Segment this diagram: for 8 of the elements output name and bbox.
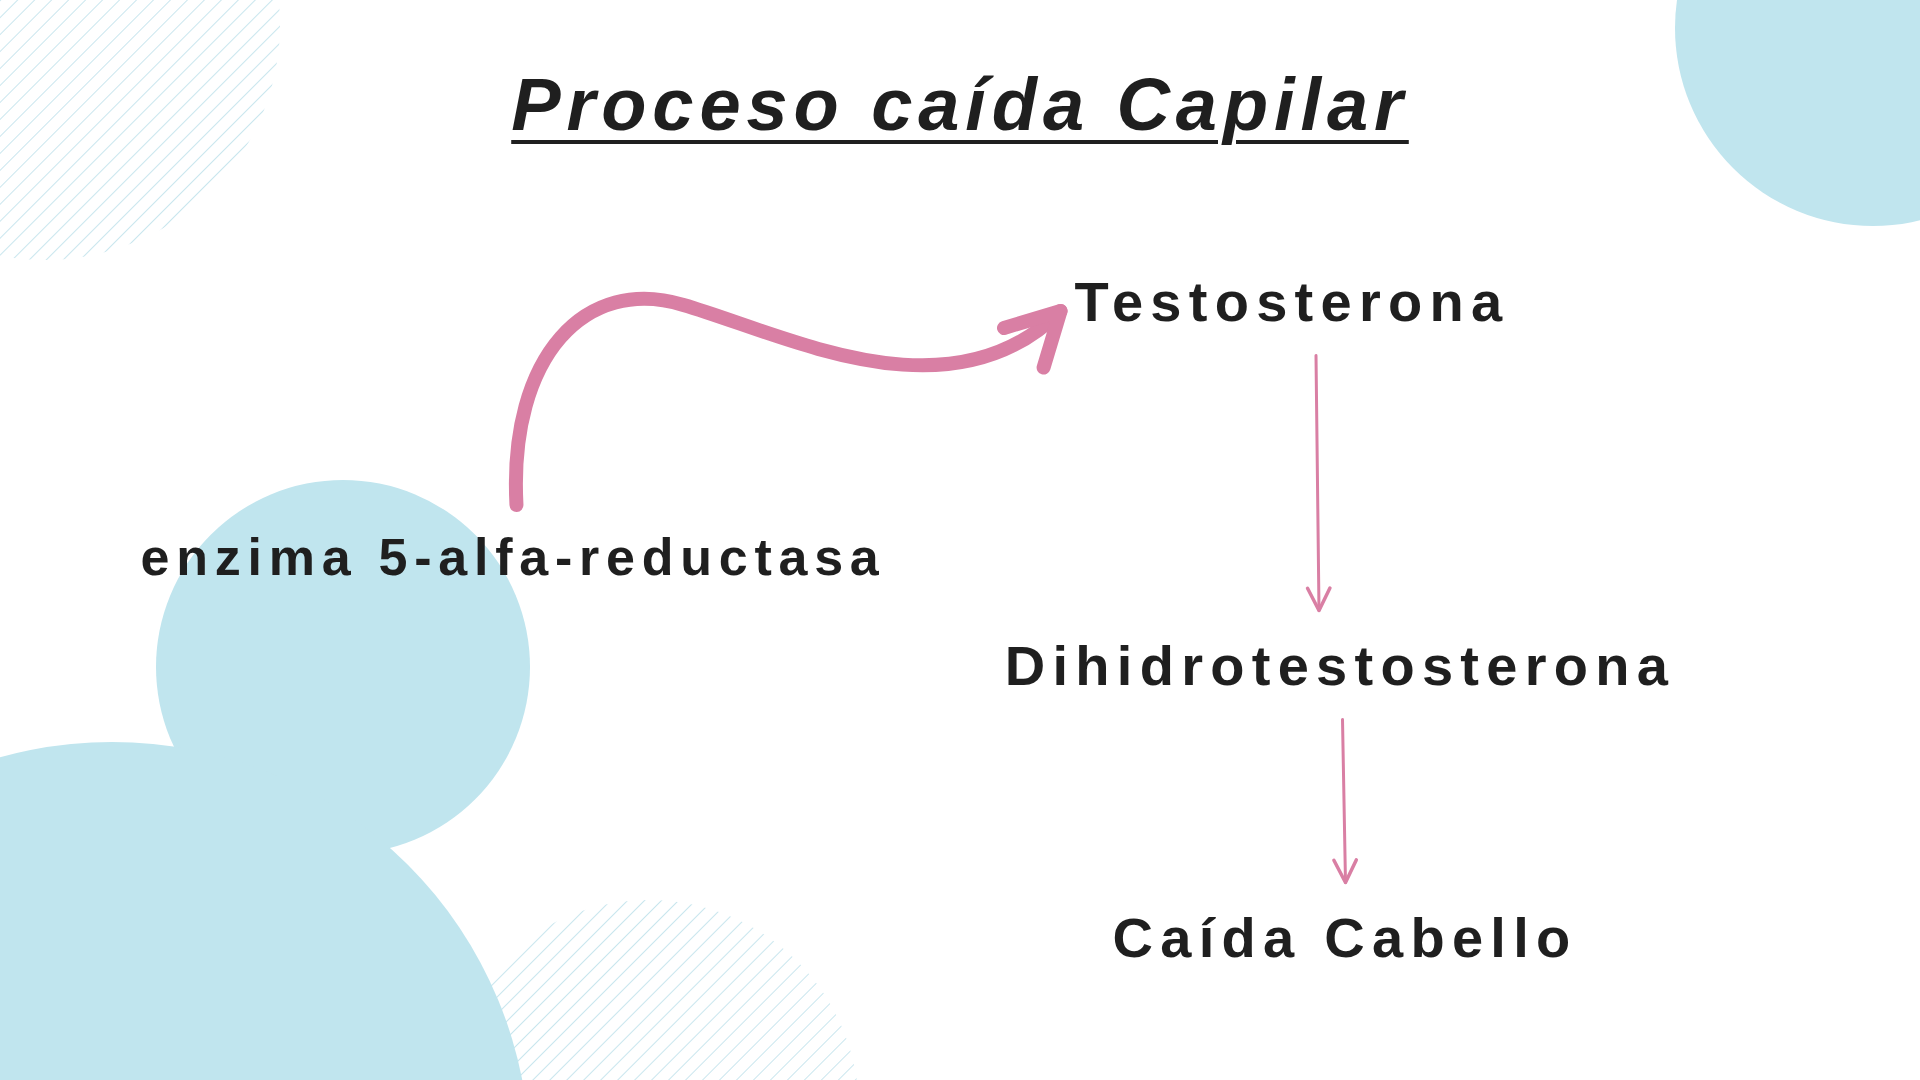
node-label: enzima 5-alfa-reductasa	[140, 527, 886, 587]
title: Proceso caída Capilar	[511, 63, 1409, 146]
arrow	[1305, 354, 1332, 613]
arrow	[509, 292, 1068, 512]
node-label: Dihidrotestosterona	[1004, 632, 1676, 698]
node-label: Caída Cabello	[1112, 904, 1578, 970]
node-label: Testosterona	[1074, 268, 1510, 334]
arrow	[1332, 718, 1359, 885]
